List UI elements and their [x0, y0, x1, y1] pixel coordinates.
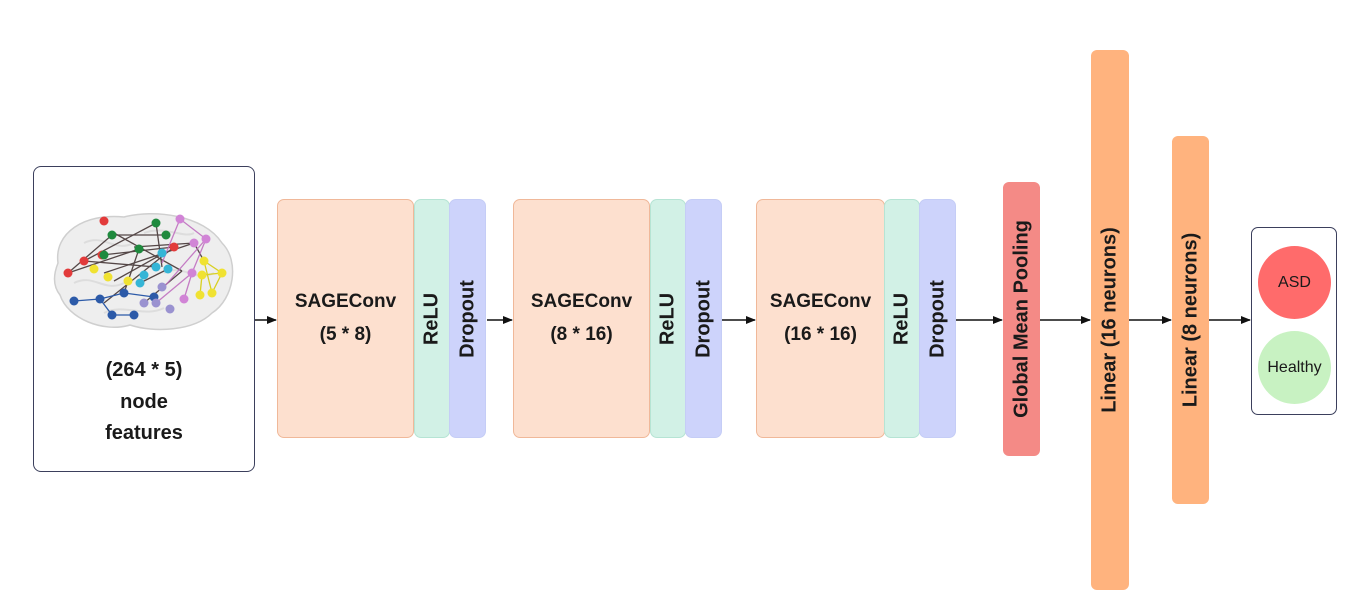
sageconv-1-title: SAGEConv: [294, 291, 397, 312]
relu-block-2: ReLU: [650, 199, 686, 438]
sageconv-2-title: SAGEConv: [530, 291, 633, 312]
input-node-label: node: [120, 391, 168, 413]
input-node: (264 * 5) node features: [33, 166, 255, 472]
linear-16-block: Linear (16 neurons): [1091, 50, 1129, 590]
asd-class-circle: ASD: [1258, 246, 1331, 319]
dropout-block-1: Dropout: [449, 199, 486, 438]
asd-label: ASD: [1278, 273, 1311, 291]
sageconv-block-2: SAGEConv (8 * 16): [513, 199, 650, 438]
healthy-label: Healthy: [1267, 358, 1322, 376]
healthy-class-circle: Healthy: [1258, 331, 1331, 404]
sageconv-1-dims: (5 * 8): [319, 324, 372, 345]
input-features-label: features: [105, 422, 183, 444]
sageconv-2-dims: (8 * 16): [550, 324, 613, 345]
input-shape-label: (264 * 5): [105, 359, 183, 381]
sageconv-3-dims: (16 * 16): [784, 324, 857, 345]
sageconv-block-3: SAGEConv (16 * 16): [756, 199, 885, 438]
global-mean-pooling-block: Global Mean Pooling: [1003, 182, 1040, 456]
relu-block-1: ReLU: [414, 199, 450, 438]
sageconv-block-1: SAGEConv (5 * 8): [277, 199, 414, 438]
sageconv-3-title: SAGEConv: [769, 291, 872, 312]
dropout-block-3: Dropout: [919, 199, 956, 438]
linear-8-block: Linear (8 neurons): [1172, 136, 1209, 504]
output-box: ASD Healthy: [1251, 227, 1337, 415]
dropout-block-2: Dropout: [685, 199, 722, 438]
brain-graph-icon: [53, 212, 234, 331]
